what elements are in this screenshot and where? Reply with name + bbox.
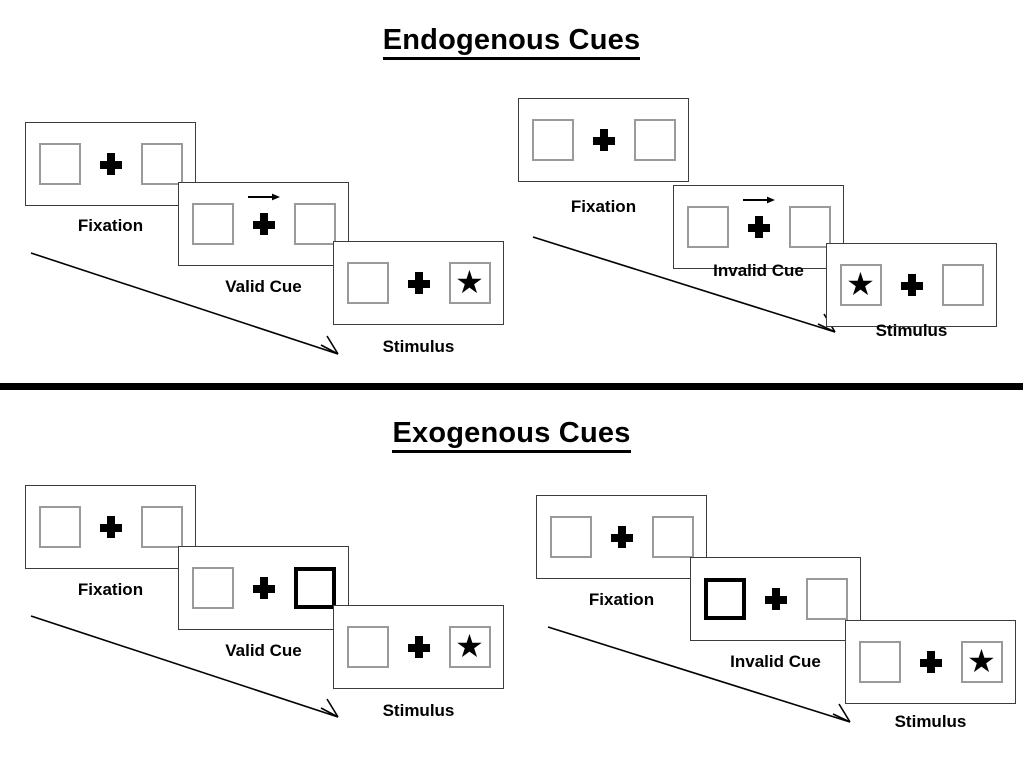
label-endogenous-invalid-cue: Invalid Cue — [713, 261, 804, 280]
panel-content — [191, 193, 336, 245]
panel-exogenous-invalid-stimulus[interactable]: ★ — [845, 620, 1016, 704]
fixation-cross-icon — [592, 128, 616, 152]
left-placeholder-box — [38, 506, 81, 548]
section-title-endogenous-text: Endogenous Cues — [382, 24, 641, 60]
panel-endogenous-valid-fixation[interactable] — [25, 122, 196, 206]
panel-exogenous-invalid-cue[interactable] — [690, 557, 861, 641]
left-placeholder-box — [346, 626, 389, 668]
panel-endogenous-invalid-cue[interactable] — [673, 185, 844, 269]
label-exogenous-invalid-cue: Invalid Cue — [730, 652, 821, 671]
exogenous-right-time-arrow — [547, 626, 851, 723]
fixation-cross-icon — [610, 525, 634, 549]
left-placeholder-box — [549, 516, 592, 558]
fixation-cross-icon — [900, 273, 924, 297]
panel-exogenous-valid-fixation[interactable] — [25, 485, 196, 569]
target-box-left: ★ — [839, 264, 882, 306]
label-endogenous-valid-cue: Valid Cue — [225, 277, 302, 296]
cued-box-right — [293, 567, 336, 609]
label-endogenous-valid-stimulus: Stimulus — [382, 337, 455, 356]
panel-endogenous-valid-stimulus[interactable]: ★ — [333, 241, 504, 325]
right-placeholder-box — [941, 264, 984, 306]
label-exogenous-valid-cue: Valid Cue — [225, 641, 302, 660]
right-placeholder-box — [140, 506, 183, 548]
panel-content: ★ — [858, 641, 1003, 683]
fixation-cross-icon — [919, 650, 943, 674]
right-placeholder-box — [633, 119, 676, 161]
left-placeholder-box — [686, 206, 729, 248]
right-placeholder-box — [788, 206, 831, 248]
star-target-icon: ★ — [967, 643, 996, 679]
label-endogenous-invalid-stimulus: Stimulus — [875, 321, 948, 340]
cued-box-left — [703, 578, 746, 620]
star-target-icon: ★ — [455, 264, 484, 300]
panel-endogenous-invalid-fixation[interactable] — [518, 98, 689, 182]
panel-content — [549, 516, 694, 558]
left-placeholder-box — [191, 567, 234, 609]
label-exogenous-invalid-stimulus: Stimulus — [894, 712, 967, 731]
target-box-right: ★ — [960, 641, 1003, 683]
endogenous-left-time-arrow — [30, 252, 339, 355]
panel-endogenous-invalid-stimulus[interactable]: ★ — [826, 243, 997, 327]
label-exogenous-valid-stimulus: Stimulus — [382, 701, 455, 720]
panel-content: ★ — [839, 264, 984, 306]
section-title-endogenous: Endogenous Cues — [0, 24, 1023, 60]
section-title-exogenous-text: Exogenous Cues — [392, 417, 631, 453]
star-target-icon: ★ — [846, 266, 875, 302]
panel-content — [703, 578, 848, 620]
right-arrow-cue-icon — [247, 193, 280, 201]
target-box-right: ★ — [448, 626, 491, 668]
panel-content: ★ — [346, 262, 491, 304]
right-placeholder-box — [140, 143, 183, 185]
panel-content — [531, 119, 676, 161]
left-placeholder-box — [531, 119, 574, 161]
right-placeholder-box — [651, 516, 694, 558]
panel-content: ★ — [346, 626, 491, 668]
fixation-cross-icon — [99, 515, 123, 539]
panel-exogenous-valid-stimulus[interactable]: ★ — [333, 605, 504, 689]
fixation-cross-icon — [742, 196, 775, 239]
section-divider — [0, 383, 1023, 390]
fixation-cross-icon — [764, 587, 788, 611]
left-placeholder-box — [858, 641, 901, 683]
left-placeholder-box — [346, 262, 389, 304]
fixation-cross-icon — [99, 152, 123, 176]
target-box-right: ★ — [448, 262, 491, 304]
fixation-cross-icon — [252, 576, 276, 600]
fixation-cross-icon — [247, 193, 280, 236]
fixation-cross-icon — [407, 271, 431, 295]
left-placeholder-box — [191, 203, 234, 245]
left-placeholder-box — [38, 143, 81, 185]
right-arrow-cue-icon — [742, 196, 775, 204]
panel-exogenous-invalid-fixation[interactable] — [536, 495, 707, 579]
exogenous-left-time-arrow — [30, 615, 339, 718]
right-placeholder-box — [805, 578, 848, 620]
star-target-icon: ★ — [455, 628, 484, 664]
label-endogenous-valid-fixation: Fixation — [77, 216, 144, 235]
panel-endogenous-valid-cue[interactable] — [178, 182, 349, 266]
section-title-exogenous: Exogenous Cues — [0, 417, 1023, 453]
panel-content — [191, 567, 336, 609]
right-placeholder-box — [293, 203, 336, 245]
label-exogenous-invalid-fixation: Fixation — [588, 590, 655, 609]
panel-exogenous-valid-cue[interactable] — [178, 546, 349, 630]
label-exogenous-valid-fixation: Fixation — [77, 580, 144, 599]
fixation-cross-icon — [407, 635, 431, 659]
panel-content — [38, 506, 183, 548]
panel-content — [686, 196, 831, 248]
panel-content — [38, 143, 183, 185]
label-endogenous-invalid-fixation: Fixation — [570, 197, 637, 216]
